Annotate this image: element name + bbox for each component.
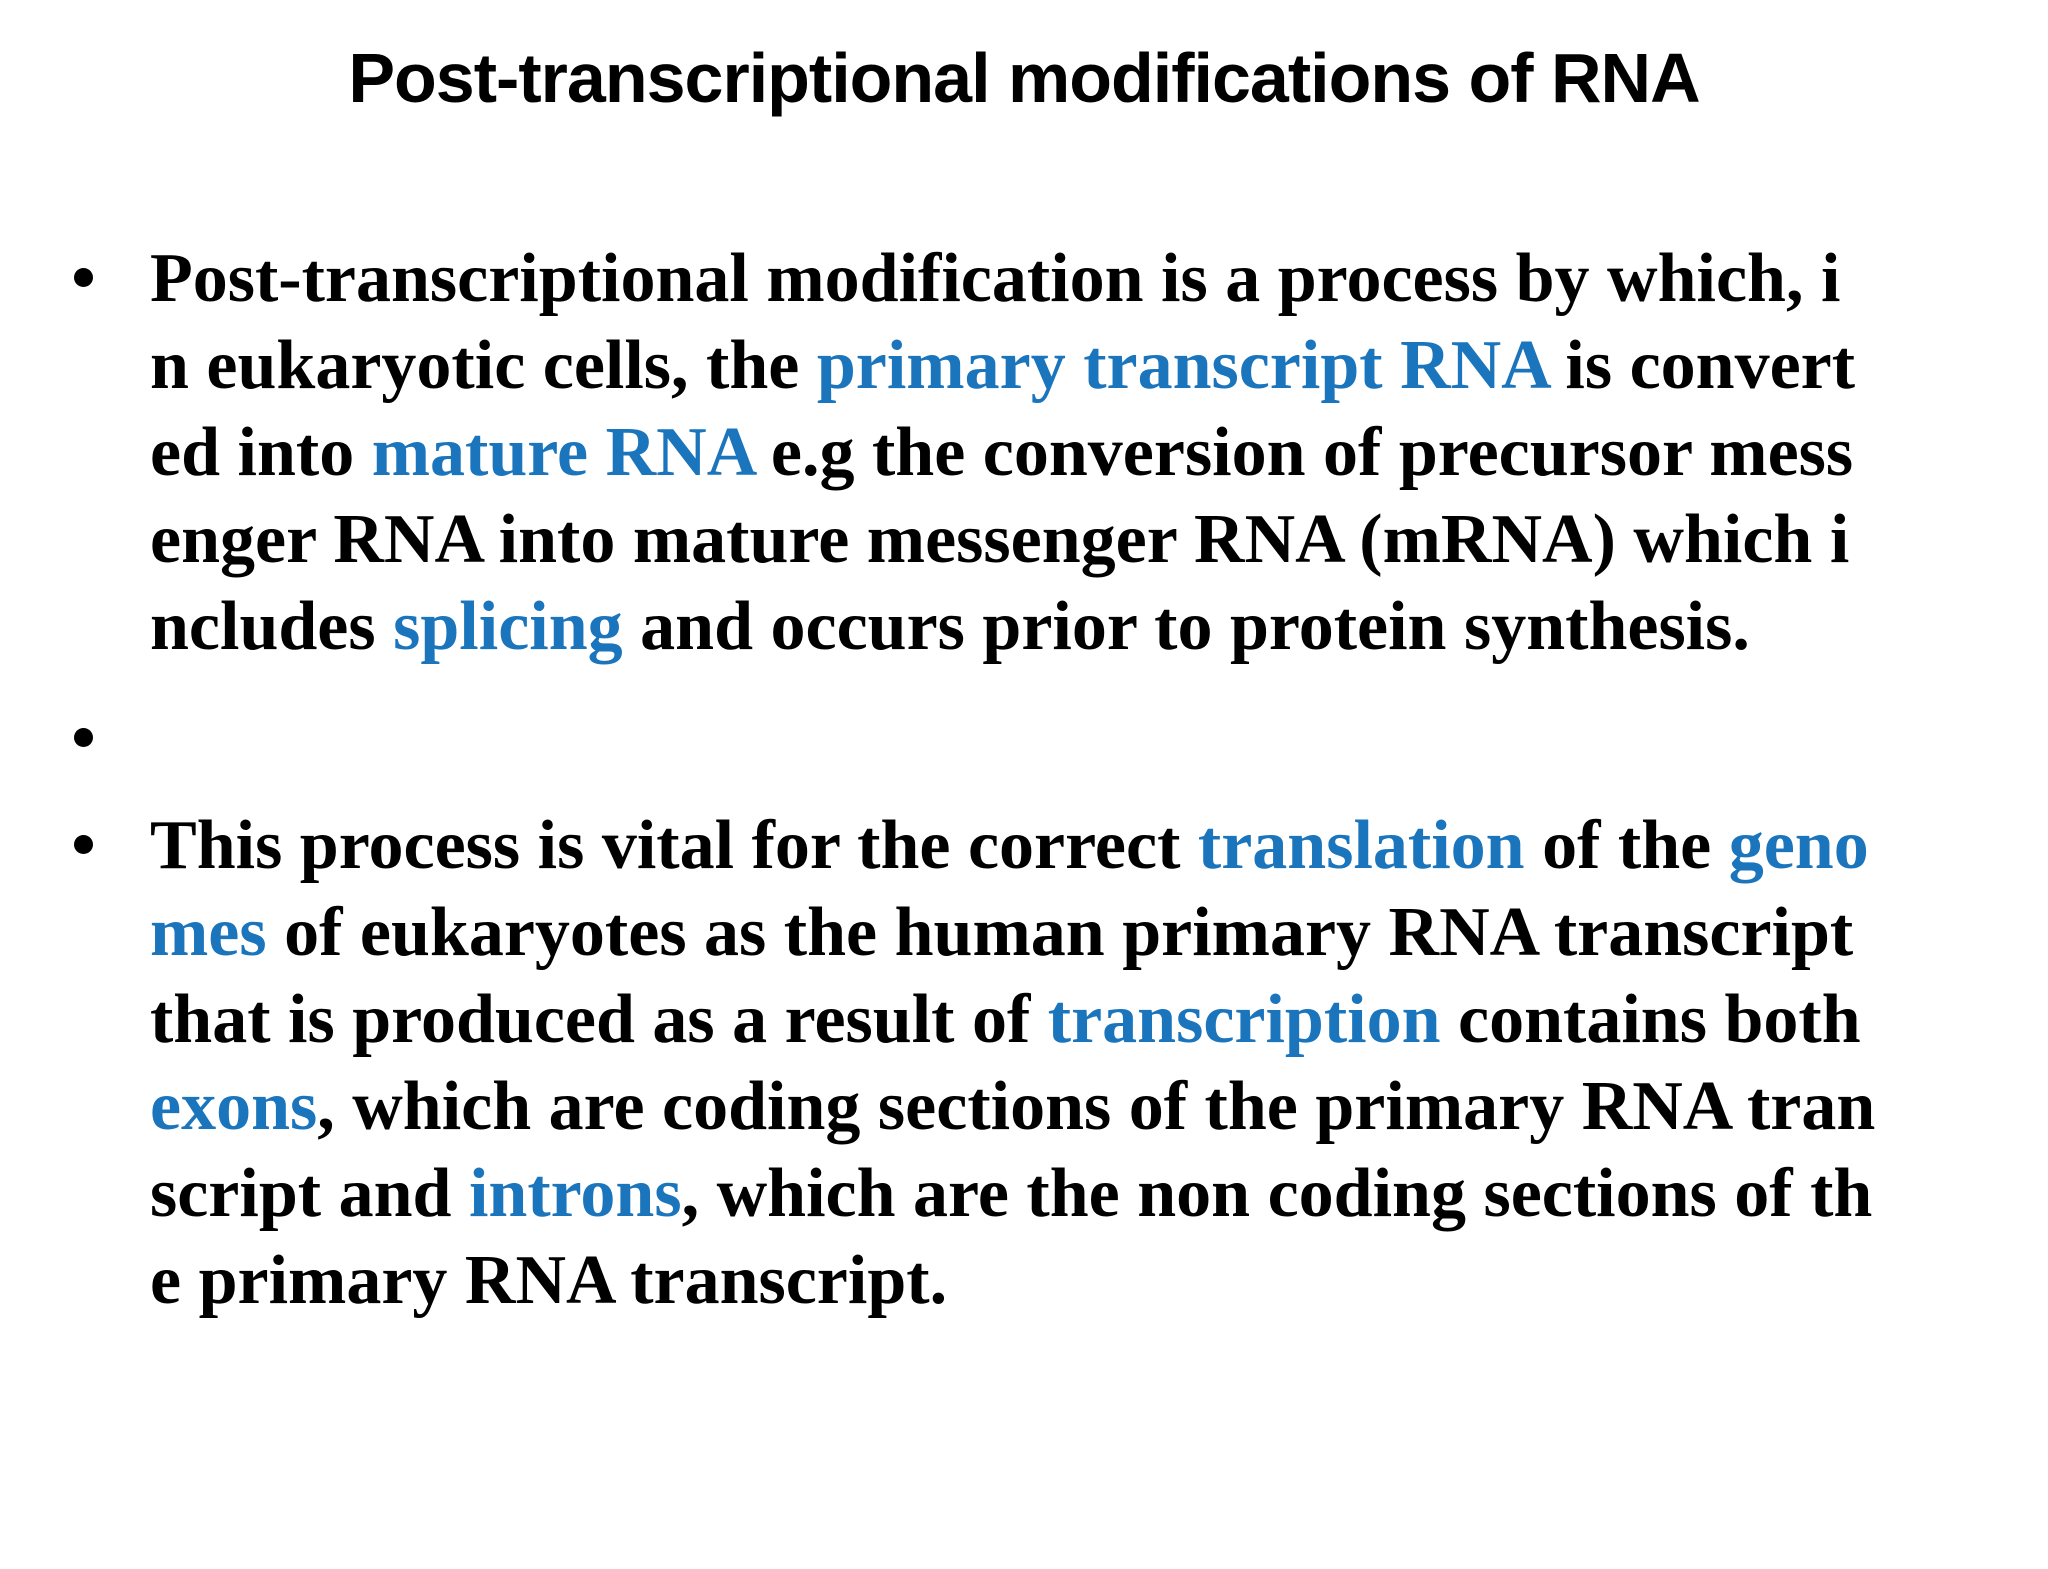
text-segment: is convert [1547,327,1856,404]
text-segment: , which are coding sections of the prima… [317,1068,1876,1145]
slide-body: Post-transcriptional modification is a p… [0,235,2048,1324]
slide-title: Post-transcriptional modifications of RN… [348,39,1700,117]
highlighted-term: introns [468,1155,682,1232]
highlighted-term: mes [150,894,267,971]
text-segment: e primary RNA transcript. [150,1242,948,1319]
text-segment: of eukaryotes as the human primary RNA t… [266,894,1854,971]
highlighted-term: primary transcript RNA [816,327,1548,404]
slide: Post-transcriptional modifications of RN… [0,33,2048,1569]
bullet-marker [74,835,93,854]
highlighted-term: transcription [1047,981,1441,1058]
text-segment: ed into [150,414,372,491]
bullet-marker [74,268,93,287]
text-segment: Post-transcriptional modification is a p… [150,240,1841,317]
bullet-marker [74,728,93,747]
text-segment: enger RNA into mature messenger RNA (mRN… [150,501,1850,578]
text-segment: script and [150,1155,469,1232]
bullet-text: This process is vital for the correct tr… [150,802,2048,1324]
highlighted-term: mature RNA [371,414,754,491]
text-segment: ncludes [150,588,394,665]
text-segment: that is produced as a result of [150,981,1048,1058]
bullet-item: Post-transcriptional modification is a p… [0,235,2048,670]
bullet-text: Post-transcriptional modification is a p… [150,235,2048,670]
text-segment: of the [1524,807,1729,884]
text-segment: , which are the non coding sections of t… [681,1155,1873,1232]
text-segment: e.g the conversion of precursor mess [753,414,1854,491]
text-segment: n eukaryotic cells, the [150,327,817,404]
text-segment: This process is vital for the correct [150,807,1198,884]
highlighted-term: geno [1728,807,1869,884]
bullet-item-empty [0,695,2048,782]
highlighted-term: exons [150,1068,318,1145]
bullet-item: This process is vital for the correct tr… [0,802,2048,1324]
text-segment: contains both [1440,981,1861,1058]
highlighted-term: translation [1197,807,1525,884]
text-segment: and occurs prior to protein synthesis. [622,588,1750,665]
highlighted-term: splicing [393,588,623,665]
